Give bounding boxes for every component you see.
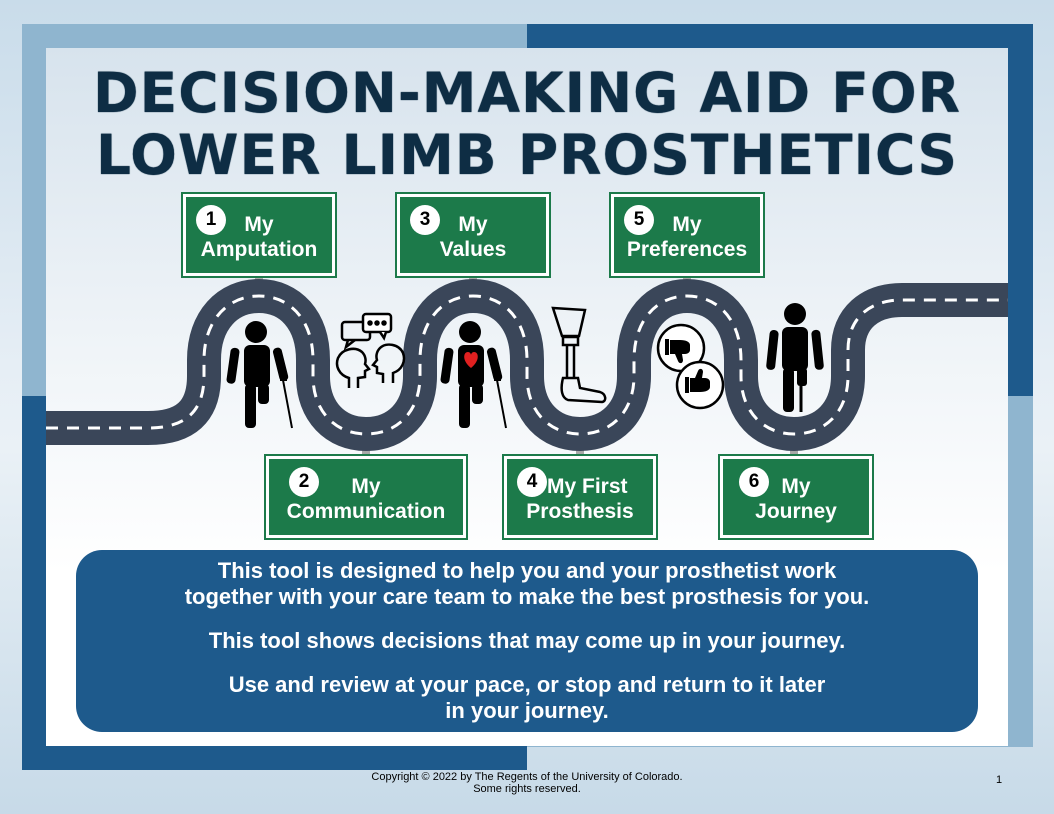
info-box: This tool is designed to help you and yo…: [76, 550, 978, 732]
copyright-line-2: Some rights reserved.: [473, 783, 581, 795]
step-label-line-2: Communication: [286, 500, 446, 523]
step-label-line-2: Values: [439, 238, 507, 261]
step-sign-preferences[interactable]: 5 My Preferences: [609, 192, 765, 278]
heart-icon: [464, 352, 478, 368]
info-paragraph-1-line-1: This tool is designed to help you and yo…: [217, 558, 837, 583]
person-with-heart-icon: [440, 321, 507, 429]
info-paragraph-1: This tool is designed to help you and yo…: [76, 558, 978, 610]
step-number-badge: 4: [517, 467, 547, 497]
step-sign-first-prosthesis[interactable]: 4 My First Prosthesis: [502, 454, 658, 540]
step-label-line-1: My: [781, 475, 811, 498]
step-label-line-2: Preferences: [626, 238, 748, 261]
copyright-notice: Copyright © 2022 by The Regents of the U…: [0, 771, 1054, 795]
info-paragraph-3: Use and review at your pace, or stop and…: [76, 672, 978, 724]
step-label-line-1: My: [244, 213, 274, 236]
step-number-badge: 1: [196, 205, 226, 235]
step-number-badge: 6: [739, 467, 769, 497]
step-label-line-2: Prosthesis: [526, 500, 634, 523]
step-number-badge: 2: [289, 467, 319, 497]
chat-heads-icon: [335, 312, 406, 388]
step-label-line-1: My: [458, 213, 488, 236]
title-line-2: LOWER LIMB PROSTHETICS: [95, 123, 958, 187]
copyright-line-1: Copyright © 2022 by The Regents of the U…: [371, 771, 683, 783]
info-paragraph-3-line-1: Use and review at your pace, or stop and…: [228, 672, 826, 697]
step-number-badge: 5: [624, 205, 654, 235]
prosthetic-leg-icon: [551, 306, 607, 404]
standing-person-prosthesis-icon: [766, 303, 824, 412]
step-sign-amputation[interactable]: 1 My Amputation: [181, 192, 337, 278]
page-title: DECISION-MAKING AID FOR LOWER LIMB PROST…: [46, 62, 1008, 186]
road-center-line: [46, 294, 1008, 436]
step-sign-journey[interactable]: 6 My Journey: [718, 454, 874, 540]
step-label-line-2: Amputation: [200, 238, 318, 261]
info-paragraph-1-line-2: together with your care team to make the…: [184, 584, 870, 609]
info-paragraph-2: This tool shows decisions that may come …: [208, 628, 846, 653]
person-with-cane-icon: [226, 321, 293, 429]
step-label-line-2: Journey: [755, 500, 837, 523]
step-label-line-1: My: [351, 475, 381, 498]
title-line-1: DECISION-MAKING AID FOR: [93, 61, 961, 125]
thumbs-down-up-icon: [656, 323, 725, 410]
step-label-line-1: My: [672, 213, 702, 236]
step-sign-values[interactable]: 3 My Values: [395, 192, 551, 278]
info-paragraph-3-line-2: in your journey.: [445, 698, 609, 723]
step-label-line-1: My First: [547, 475, 628, 498]
step-sign-communication[interactable]: 2 My Communication: [264, 454, 468, 540]
page-number: 1: [996, 774, 1003, 786]
step-number-badge: 3: [410, 205, 440, 235]
